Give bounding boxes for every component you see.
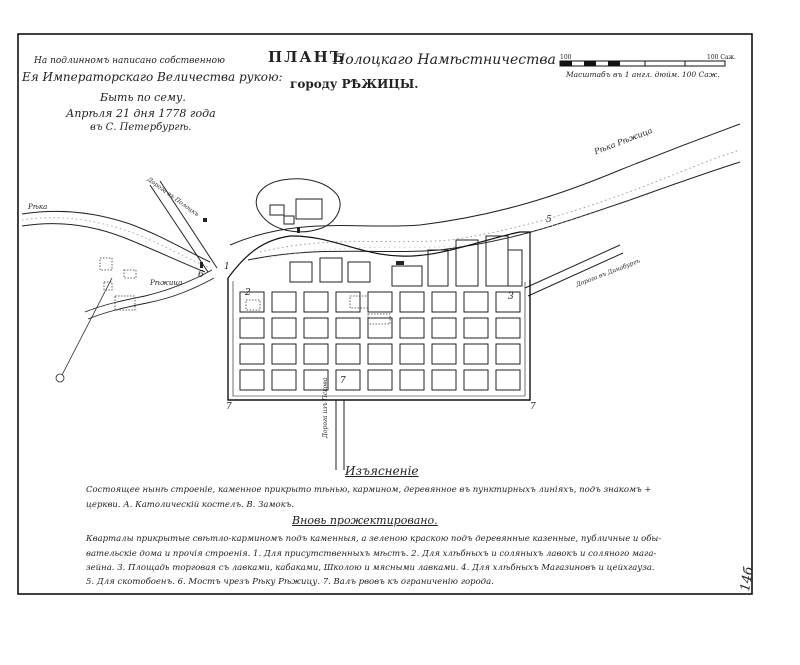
legend-existing-line-1: Состоящее нынѣ строеніе, каменное прикры… [86, 485, 652, 495]
town-block [335, 291, 361, 313]
scale-bar [559, 60, 726, 67]
plan-number-7c: 7 [340, 376, 346, 386]
legend-project-line-3: зейна. 3. Площадь торговая съ лавками, к… [86, 563, 655, 573]
town-block [303, 369, 329, 391]
sheet-border [17, 33, 753, 595]
plan-number-7b: 7 [530, 402, 536, 412]
label-river-rezhitsa: Рѣжица [150, 279, 183, 287]
plan-number-7a: 7 [226, 402, 232, 412]
scale-caption: Масштабъ въ 1 англ. дюйм. 100 Саж. [566, 70, 720, 79]
town-block [399, 369, 425, 391]
scale-left-tick: 100 [560, 54, 572, 61]
existing-buildings [99, 257, 391, 325]
legend-existing-line-2: церкви. А. Католическій костелъ. В. Замо… [86, 500, 295, 510]
town-block [239, 369, 265, 391]
road-southwest [55, 277, 113, 383]
approval-note-line-4: Апрѣля 21 дня 1778 года [66, 107, 216, 120]
town-block [367, 317, 393, 339]
town-block [463, 343, 489, 365]
legend-project-line-2: вательскіе дома и прочія строенія. 1. Дл… [86, 549, 657, 559]
legend-heading: Изъясненіе [345, 464, 419, 478]
plan-number-3: 3 [508, 292, 514, 302]
map-title: ПЛАНЪ [268, 48, 347, 66]
legend-project-line-4: 5. Для скотобоенъ. 6. Мостъ чрезъ Рѣку Р… [86, 577, 494, 587]
town-block [303, 317, 329, 339]
town-block [485, 235, 509, 287]
town-block [495, 343, 521, 365]
town-block [495, 369, 521, 391]
town-block [347, 261, 371, 283]
castle-island [255, 178, 341, 233]
road-top [149, 180, 218, 273]
town-block [431, 291, 457, 313]
town-block [335, 317, 361, 339]
scale-right-tick: 100 Саж. [707, 54, 736, 61]
plan-number-2: 2 [245, 288, 251, 298]
town-block [399, 317, 425, 339]
town-block [335, 369, 361, 391]
approval-note-line-5: въ С. Петербургѣ. [90, 122, 192, 133]
town-block [367, 291, 393, 313]
town-block [431, 343, 457, 365]
approval-note-line-2: Ея Императорскаго Величества рукою: [22, 70, 283, 84]
town-block [271, 369, 297, 391]
town-block [319, 257, 343, 283]
town-block [455, 239, 479, 287]
town-block [289, 261, 313, 283]
road-right [524, 244, 624, 297]
approval-note-line-3: Быть по сему. [100, 91, 186, 104]
road-bottom [335, 400, 345, 470]
label-river-left: Рѣка [28, 203, 48, 211]
river-rezhitsa [84, 269, 215, 320]
town-block [463, 291, 489, 313]
river-upper [229, 123, 741, 261]
town-block [431, 369, 457, 391]
town-block [495, 291, 521, 313]
town-block [399, 291, 425, 313]
town-block [239, 291, 265, 313]
town-block [239, 317, 265, 339]
town-block [495, 317, 521, 339]
plan-number-6: 6 [198, 270, 204, 280]
town-block [271, 343, 297, 365]
town-block [463, 369, 489, 391]
town-block [335, 343, 361, 365]
town-block [367, 369, 393, 391]
legend-project-line-1: Кварталы прикрытые свѣтло-карминомъ подъ… [86, 534, 662, 544]
town-block [427, 249, 449, 287]
town-block [303, 343, 329, 365]
town-rampart [227, 231, 531, 401]
town-block [507, 249, 523, 287]
town-block [239, 343, 265, 365]
town-block [271, 317, 297, 339]
town-block [431, 317, 457, 339]
town-block [391, 265, 423, 287]
masonry-buildings [200, 218, 404, 268]
town-block [303, 291, 329, 313]
town-block [271, 291, 297, 313]
town-block [367, 343, 393, 365]
town-blocks [239, 235, 523, 391]
approval-note-line-1: На подлинномъ написано собственною [34, 56, 225, 66]
town-block [463, 317, 489, 339]
town-block [399, 343, 425, 365]
plan-number-1: 1 [224, 262, 230, 272]
legend-heading-projected: Вновь прожектировано. [292, 514, 438, 527]
plan-number-5: 5 [546, 215, 552, 225]
label-road-bottom: Дорога изъ Пскова [322, 377, 329, 438]
river-left [21, 210, 211, 273]
map-title-city: городу РѢЖИЦЫ. [290, 77, 419, 91]
map-title-region: Полоцкаго Намѣстничества [333, 52, 556, 68]
